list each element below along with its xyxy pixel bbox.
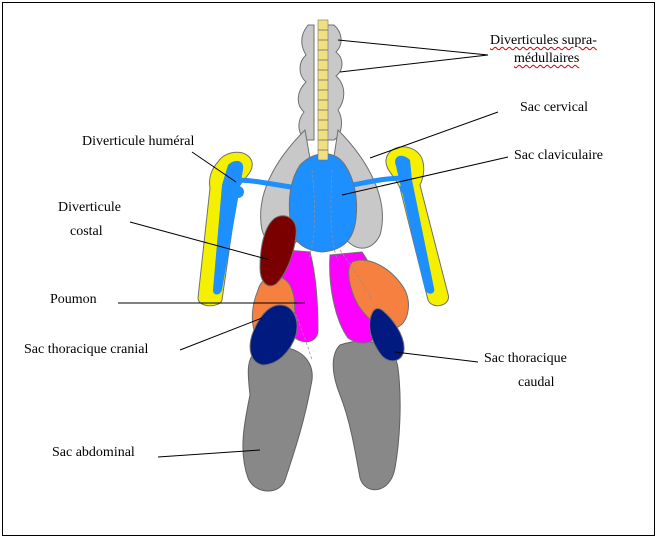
internal-contours [289,169,373,361]
label-supra-medullary-line2: médullaires [514,51,580,66]
diagram-frame [2,2,655,536]
label-cranial-thoracic-sac: Sac thoracique cranial [24,342,149,357]
label-supra-medullary-line1: Diverticules supra- [490,33,597,48]
label-caudal-thoracic-sac-line2: caudal [518,375,555,390]
label-abdominal-sac: Sac abdominal [52,445,135,460]
clavicular-sac [288,153,358,253]
label-costal-diverticulum-line2: costal [70,224,103,239]
humeral-diverticulum-right [385,146,449,307]
label-humeral-diverticulum: Diverticule huméral [82,134,195,149]
costal-diverticulum [259,215,297,287]
supra-medullary-diverticula [297,24,345,141]
label-lung: Poumon [50,292,97,307]
leader-lines [118,39,509,458]
label-clavicular-sac: Sac claviculaire [514,148,604,163]
label-costal-diverticulum-line1: Diverticule [58,200,121,215]
caudal-thoracic-sacs [249,304,405,366]
humeral-diverticulum-left [197,151,253,307]
label-caudal-thoracic-sac-line1: Sac thoracique [484,351,567,366]
abdominal-sacs [242,340,401,492]
spinal-column [317,19,329,161]
label-cervical-sac: Sac cervical [520,100,589,115]
